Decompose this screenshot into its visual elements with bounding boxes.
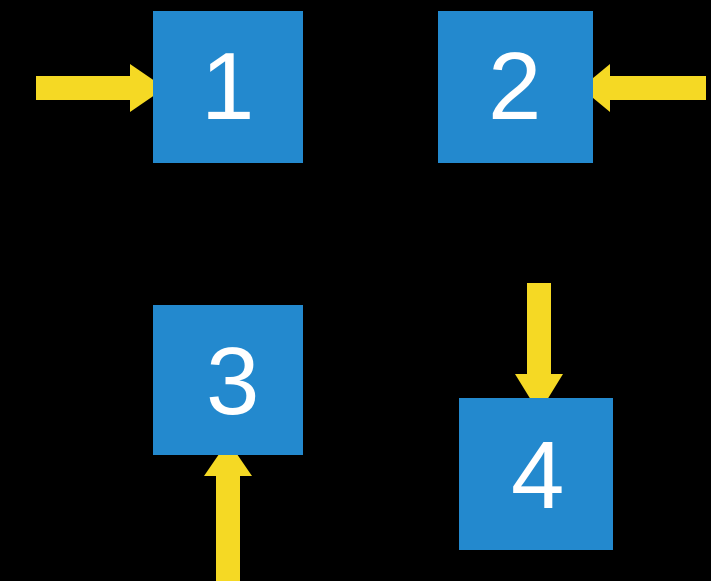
arrow-down-shape	[515, 283, 563, 413]
block-node-1[interactable]	[153, 11, 303, 163]
arrow-into-node-4	[515, 283, 563, 413]
arrow-into-node-1	[36, 64, 165, 112]
block-node-4[interactable]	[459, 398, 613, 550]
block-node-3-label: 3	[206, 328, 260, 435]
block-node-4-label: 4	[511, 422, 565, 529]
block-node-1-label: 1	[201, 33, 255, 140]
arrow-up-shape	[204, 441, 252, 581]
arrow-right-shape	[36, 64, 165, 112]
block-node-2-label: 2	[488, 33, 542, 140]
block-node-2[interactable]	[438, 11, 593, 163]
arrow-left-shape	[581, 64, 706, 112]
arrow-into-node-3	[204, 441, 252, 581]
block-node-3[interactable]	[153, 305, 303, 455]
arrow-into-node-2	[581, 64, 706, 112]
